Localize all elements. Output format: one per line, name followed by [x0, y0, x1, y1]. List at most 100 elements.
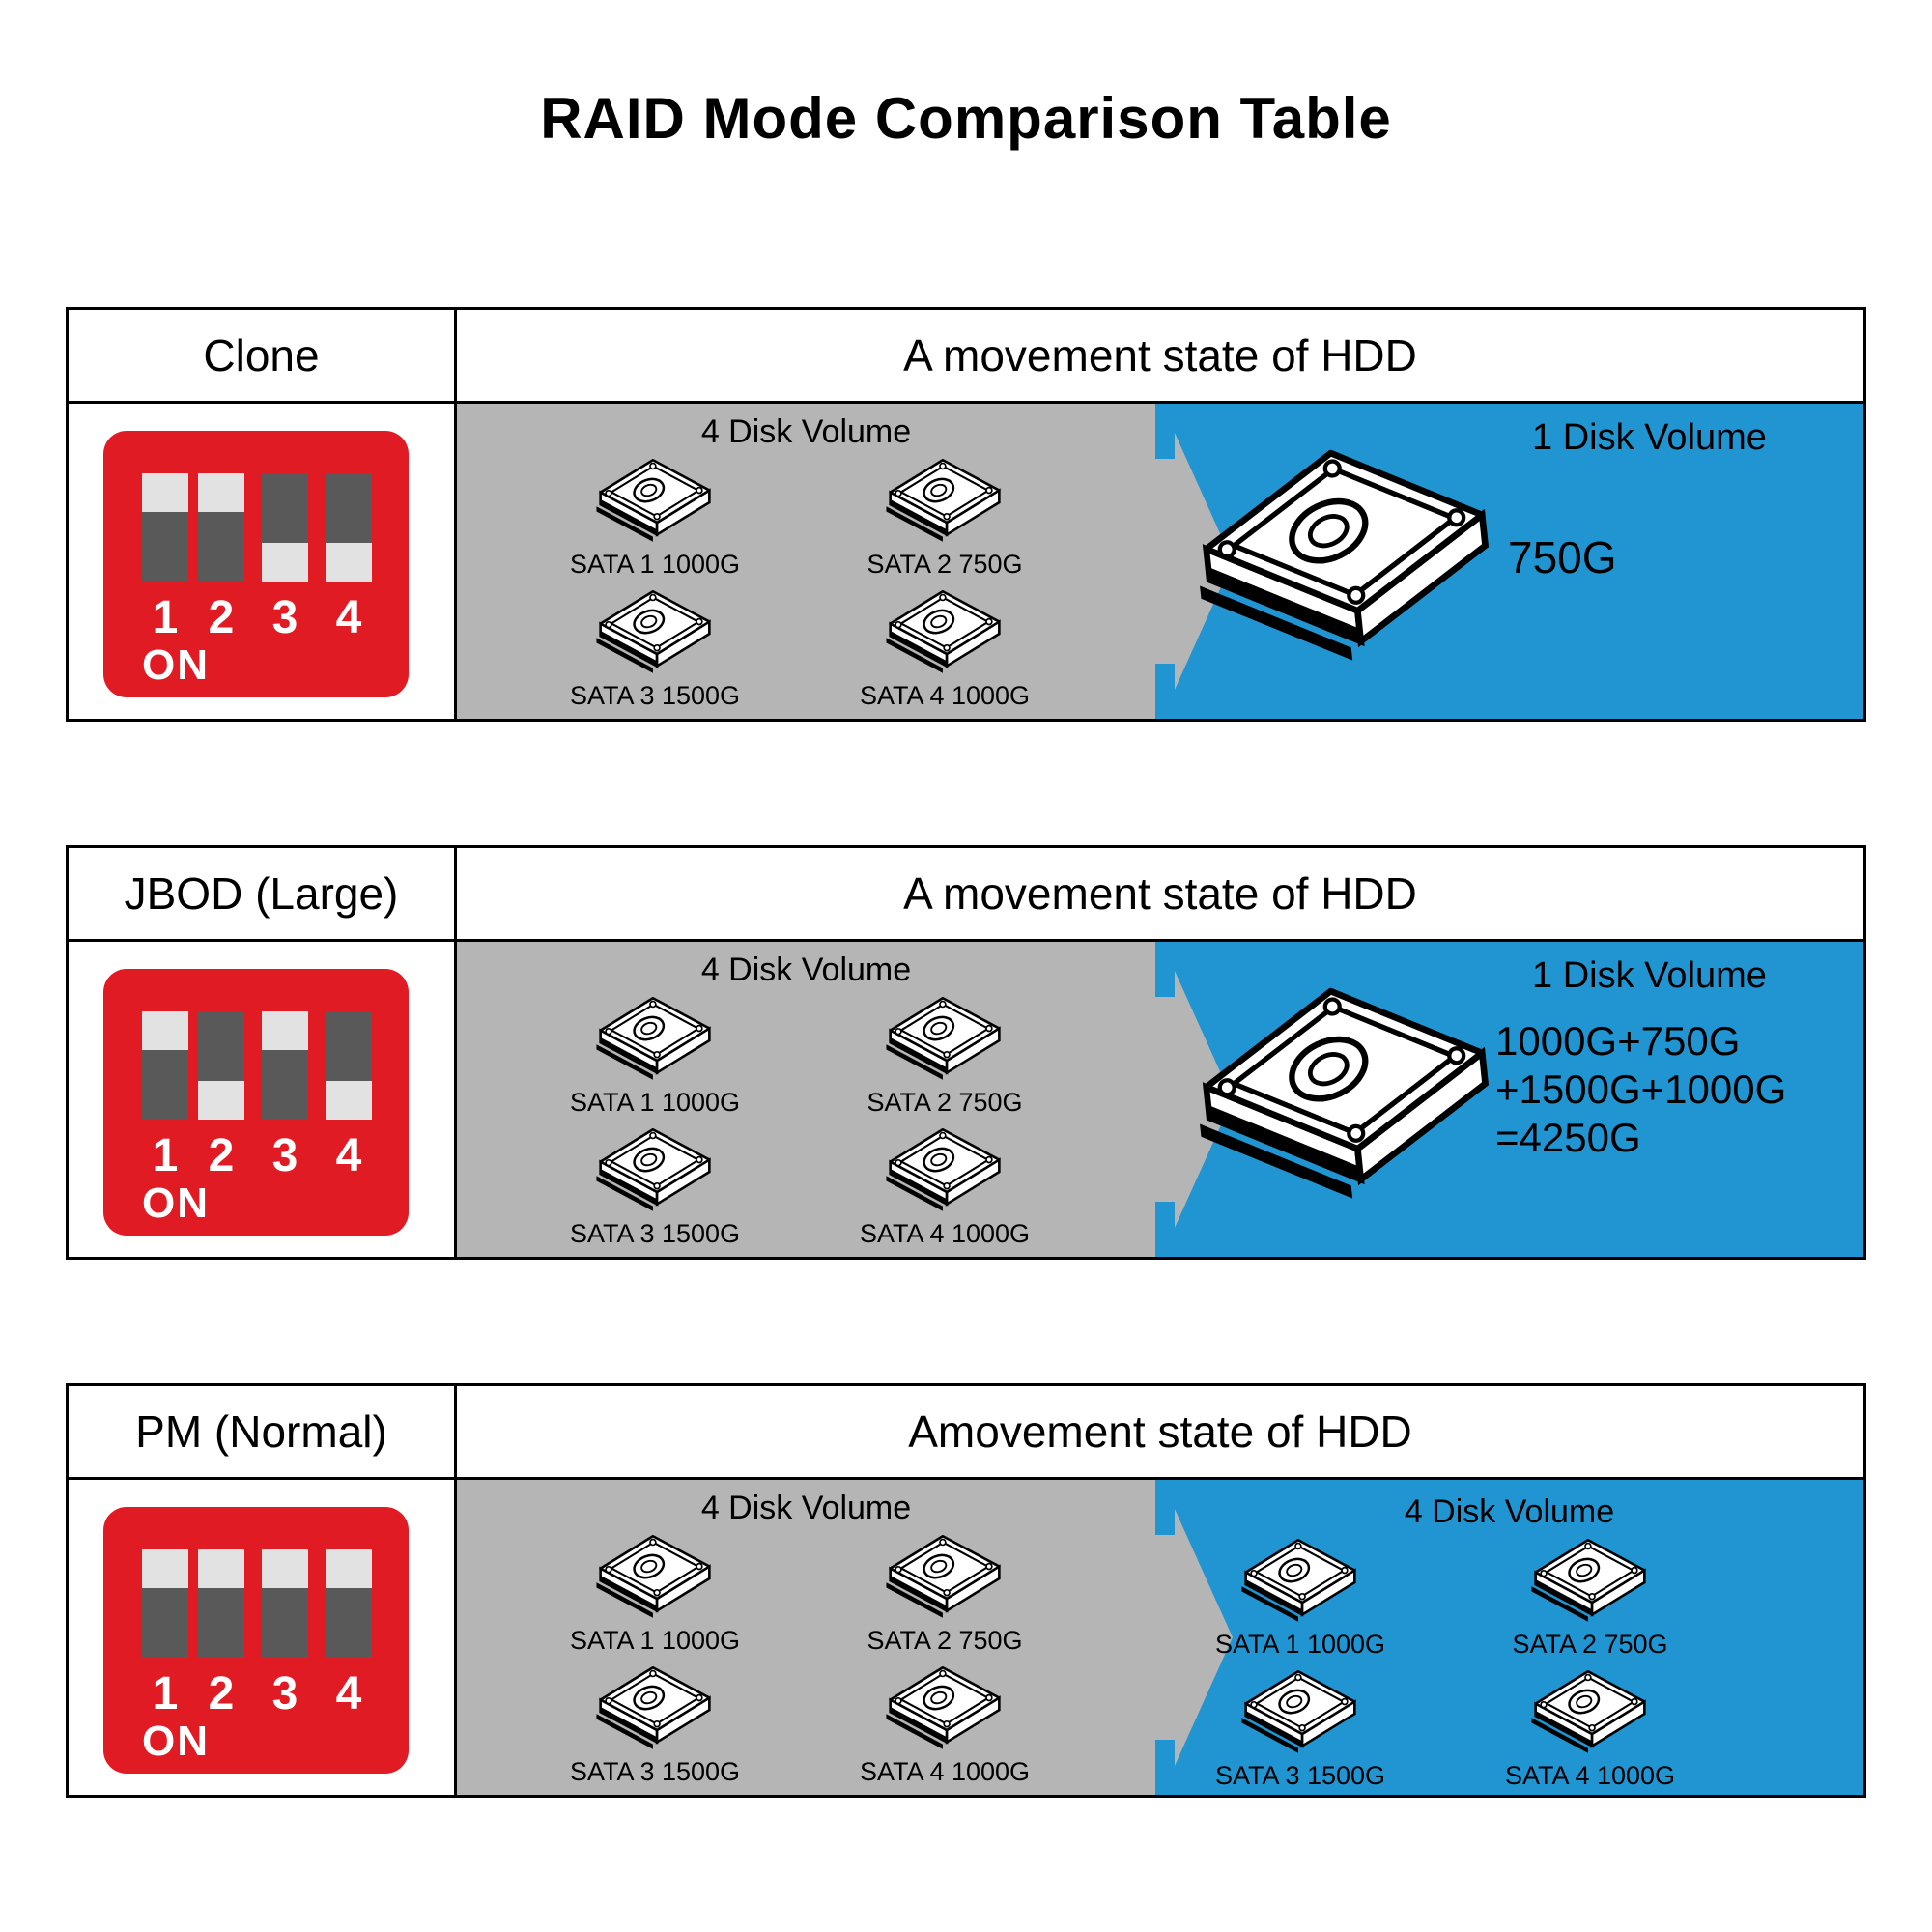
dip-switch: 1 2 3 4 ON	[103, 431, 409, 697]
hdd-icon	[1530, 1669, 1646, 1755]
hdd-icon	[885, 996, 1001, 1082]
hdd-item: SATA 2 750G	[800, 992, 1090, 1118]
dip-knob	[326, 1549, 372, 1588]
source-disk-grid: SATA 1 1000G SATA 2 750G SATA 3 1500G SA…	[510, 1530, 1090, 1787]
dip-lever-3	[262, 473, 308, 582]
hdd-label: SATA 4 1000G	[1504, 1761, 1676, 1790]
hdd-label: SATA 3 1500G	[569, 1757, 741, 1786]
hdd-item: SATA 3 1500G	[1155, 1665, 1445, 1791]
hdd-item: SATA 3 1500G	[510, 585, 800, 711]
hdd-item: SATA 1 1000G	[1155, 1534, 1445, 1660]
hdd-label: SATA 3 1500G	[1214, 1761, 1386, 1790]
hdd-icon	[595, 1665, 711, 1751]
arrow-icon	[1155, 433, 1233, 690]
block-header: PM (Normal) Amovement state of HDD	[69, 1386, 1863, 1480]
hdd-label: SATA 1 1000G	[569, 1088, 741, 1117]
hdd-item: SATA 2 750G	[800, 454, 1090, 580]
block-header: Clone A movement state of HDD	[69, 310, 1863, 404]
dip-on-label: ON	[142, 1179, 210, 1227]
dip-knob	[262, 1011, 308, 1050]
hdd-icon	[885, 1534, 1001, 1620]
arrow-icon	[1155, 1509, 1233, 1766]
source-disk-grid: SATA 1 1000G SATA 2 750G SATA 3 1500G SA…	[510, 454, 1090, 711]
dip-lever-2	[198, 473, 244, 582]
hdd-label: SATA 1 1000G	[569, 1626, 741, 1655]
dip-lever-4	[326, 1011, 372, 1120]
hdd-label: SATA 2 750G	[1512, 1630, 1668, 1659]
dip-knob	[326, 543, 372, 582]
result-disk-grid: SATA 1 1000G SATA 2 750G SATA 3 1500G SA…	[1155, 1534, 1735, 1791]
dip-lever-4	[326, 1549, 372, 1658]
dip-cell: 1 2 3 4 ON	[69, 1480, 457, 1795]
dip-lever-2	[198, 1011, 244, 1120]
result-capacity-sum: 1000G+750G +1500G+1000G =4250G	[1495, 1017, 1786, 1162]
row-header-text: A movement state of HDD	[903, 868, 1417, 919]
capacity-line: 1000G+750G	[1495, 1018, 1741, 1064]
row-header-text: Amovement state of HDD	[908, 1406, 1412, 1457]
dip-lever-2	[198, 1549, 244, 1658]
hdd-label: SATA 1 1000G	[1214, 1630, 1386, 1659]
hdd-label: SATA 4 1000G	[859, 681, 1031, 710]
source-panel: 4 Disk Volume SATA 1 1000G SATA 2 750G S…	[457, 942, 1155, 1257]
dip-knob	[142, 1011, 188, 1050]
dip-knob	[142, 473, 188, 512]
block-header: JBOD (Large) A movement state of HDD	[69, 848, 1863, 942]
hdd-icon	[595, 996, 711, 1082]
hdd-item: SATA 2 750G	[1445, 1534, 1735, 1660]
dip-number: 1	[152, 1130, 179, 1181]
source-heading: 4 Disk Volume	[700, 413, 912, 450]
mode-label: JBOD (Large)	[69, 848, 457, 939]
hdd-label: SATA 3 1500G	[569, 681, 741, 710]
dip-knob	[262, 1549, 308, 1588]
hdd-icon	[595, 589, 711, 675]
hdd-icon	[595, 1534, 711, 1620]
result-panel: 4 Disk Volume SATA 1 1000G SATA 2 750G S…	[1155, 1480, 1863, 1795]
dip-lever-1	[142, 1549, 188, 1658]
dip-lever-3	[262, 1011, 308, 1120]
hdd-icon	[885, 1127, 1001, 1213]
source-heading: 4 Disk Volume	[700, 1490, 912, 1526]
source-heading: 4 Disk Volume	[700, 952, 912, 988]
source-panel: 4 Disk Volume SATA 1 1000G SATA 2 750G S…	[457, 404, 1155, 719]
dip-number: 3	[271, 1668, 298, 1719]
result-heading: 1 Disk Volume	[1532, 417, 1767, 458]
hdd-item: SATA 4 1000G	[800, 585, 1090, 711]
arrow-icon	[1155, 971, 1233, 1228]
hdd-label: SATA 2 750G	[867, 1626, 1023, 1655]
dip-knob	[262, 543, 308, 582]
dip-knob	[198, 473, 244, 512]
dip-number: 2	[208, 1130, 235, 1181]
capacity-line: +1500G+1000G	[1495, 1066, 1787, 1112]
dip-number: 2	[208, 1668, 235, 1719]
row-header-text: A movement state of HDD	[903, 330, 1417, 381]
hdd-item: SATA 1 1000G	[510, 992, 800, 1118]
hdd-icon	[1240, 1669, 1356, 1755]
dip-knob	[142, 1549, 188, 1588]
dip-number: 1	[152, 1668, 179, 1719]
hdd-icon	[1530, 1538, 1646, 1624]
result-heading: 1 Disk Volume	[1532, 955, 1767, 996]
dip-number: 1	[152, 592, 179, 643]
dip-knob	[326, 1081, 372, 1120]
raid-block-pm: PM (Normal) Amovement state of HDD 1 2 3…	[66, 1383, 1866, 1798]
hdd-label: SATA 3 1500G	[569, 1219, 741, 1248]
hdd-item: SATA 3 1500G	[510, 1662, 800, 1787]
page-title: RAID Mode Comparison Table	[540, 86, 1392, 151]
hdd-item: SATA 1 1000G	[510, 454, 800, 580]
dip-lever-4	[326, 473, 372, 582]
hdd-label: SATA 1 1000G	[569, 550, 741, 579]
hdd-icon-large	[1180, 959, 1513, 1227]
hdd-label: SATA 2 750G	[867, 550, 1023, 579]
dip-lever-3	[262, 1549, 308, 1658]
dip-lever-1	[142, 1011, 188, 1120]
mode-label: PM (Normal)	[69, 1386, 457, 1477]
dip-number: 4	[335, 1130, 362, 1181]
hdd-label: SATA 4 1000G	[859, 1757, 1031, 1786]
dip-number: 3	[271, 1130, 298, 1181]
dip-on-label: ON	[142, 641, 210, 689]
raid-block-jbod: JBOD (Large) A movement state of HDD 1 2…	[66, 845, 1866, 1260]
result-panel: 1 Disk Volume 750G	[1155, 404, 1863, 719]
result-panel: 1 Disk Volume 1000G+750G +1500G+1000G =4…	[1155, 942, 1863, 1257]
hdd-item: SATA 4 1000G	[1445, 1665, 1735, 1791]
dip-switch: 1 2 3 4 ON	[103, 969, 409, 1236]
